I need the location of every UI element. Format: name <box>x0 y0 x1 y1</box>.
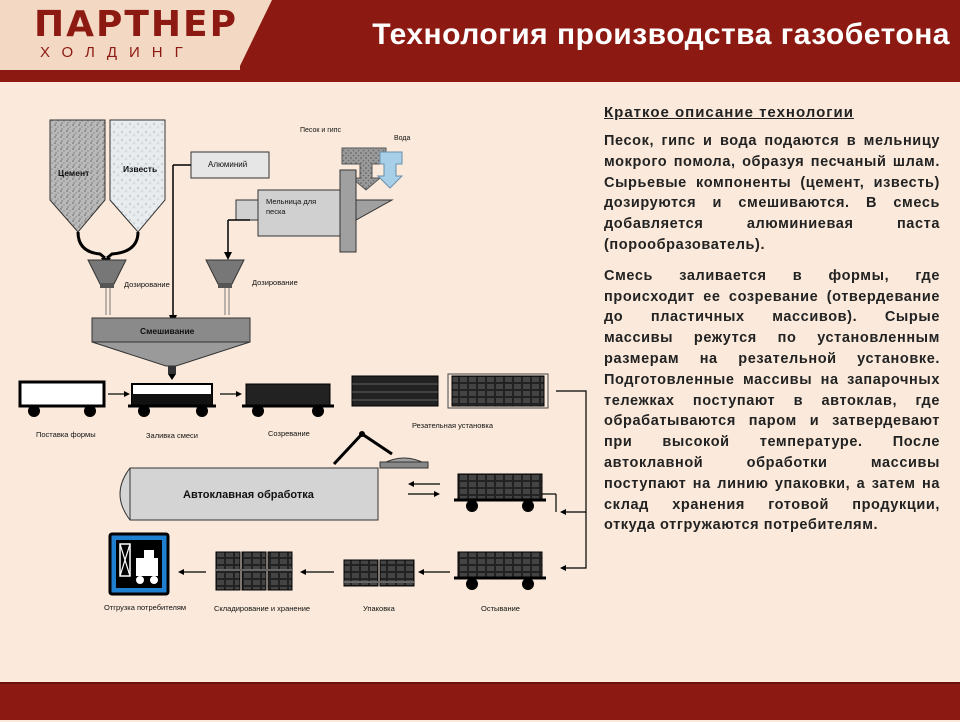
storage-pallets <box>215 551 293 591</box>
autoclave-label: Автоклавная обработка <box>183 489 314 501</box>
lime-label: Известь <box>123 164 158 174</box>
shipping-truck-icon <box>108 532 170 596</box>
logo: ПАРТНЕР ХОЛДИНГ <box>0 0 240 70</box>
header-bar: ПАРТНЕР ХОЛДИНГ Технология производства … <box>0 0 960 82</box>
mix-pouring-label: Заливка смеси <box>146 431 198 440</box>
maturing-label: Созревание <box>268 429 310 438</box>
dosing-funnel-2 <box>205 259 245 285</box>
description-panel: Краткое описание технологии Песок, гипс … <box>604 104 940 546</box>
mixing-label: Смешивание <box>140 326 195 336</box>
cutting-label: Резательная установка <box>412 421 493 430</box>
cooling-label: Остывание <box>481 604 520 613</box>
dosing-label-1: Дозирование <box>124 280 170 289</box>
aluminum-label: Алюминий <box>208 160 248 169</box>
aluminum-box <box>190 151 270 179</box>
cart-form-delivery <box>18 380 106 417</box>
cart-maturing <box>242 383 334 417</box>
lime-silo <box>109 119 166 233</box>
sand-gypsum-label: Песок и гипс <box>300 127 342 134</box>
header-diagonal <box>238 0 272 70</box>
packing-label: Упаковка <box>363 604 395 613</box>
mill <box>235 169 394 253</box>
page-title: Технология производства газобетона <box>372 18 950 51</box>
cart-mix-pouring <box>128 383 216 417</box>
crane <box>332 431 429 469</box>
water-label: Вода <box>394 135 411 142</box>
cement-label: Цемент <box>58 168 90 178</box>
autoclave-cart <box>454 473 546 512</box>
logo-sub-text: ХОЛДИНГ <box>40 44 195 61</box>
packing-pallets <box>343 559 415 587</box>
process-diagram <box>18 119 587 596</box>
logo-main-text: ПАРТНЕР <box>34 4 239 45</box>
form-delivery-label: Поставка формы <box>36 430 96 439</box>
mixer <box>91 317 251 374</box>
storage-label: Складирование и хранение <box>214 604 311 613</box>
dosing-funnel-1 <box>87 259 127 285</box>
cutting-unit <box>351 373 549 409</box>
description-heading: Краткое описание технологии <box>604 104 854 121</box>
footer-bar <box>0 682 960 720</box>
description-paragraph-1: Песок, гипс и вода подаются в мельницу м… <box>604 133 940 253</box>
dosing-label-2: Дозирование <box>252 278 298 287</box>
cooling-cart <box>454 551 546 590</box>
mill-label: Мельница для песка <box>266 197 317 216</box>
cement-silo <box>49 119 106 233</box>
description-paragraph-2: Смесь заливается в формы, где происходит… <box>604 267 940 534</box>
shipping-label: Отгрузка потребителям <box>104 603 187 612</box>
autoclave <box>119 467 379 521</box>
water-chute <box>376 151 404 189</box>
